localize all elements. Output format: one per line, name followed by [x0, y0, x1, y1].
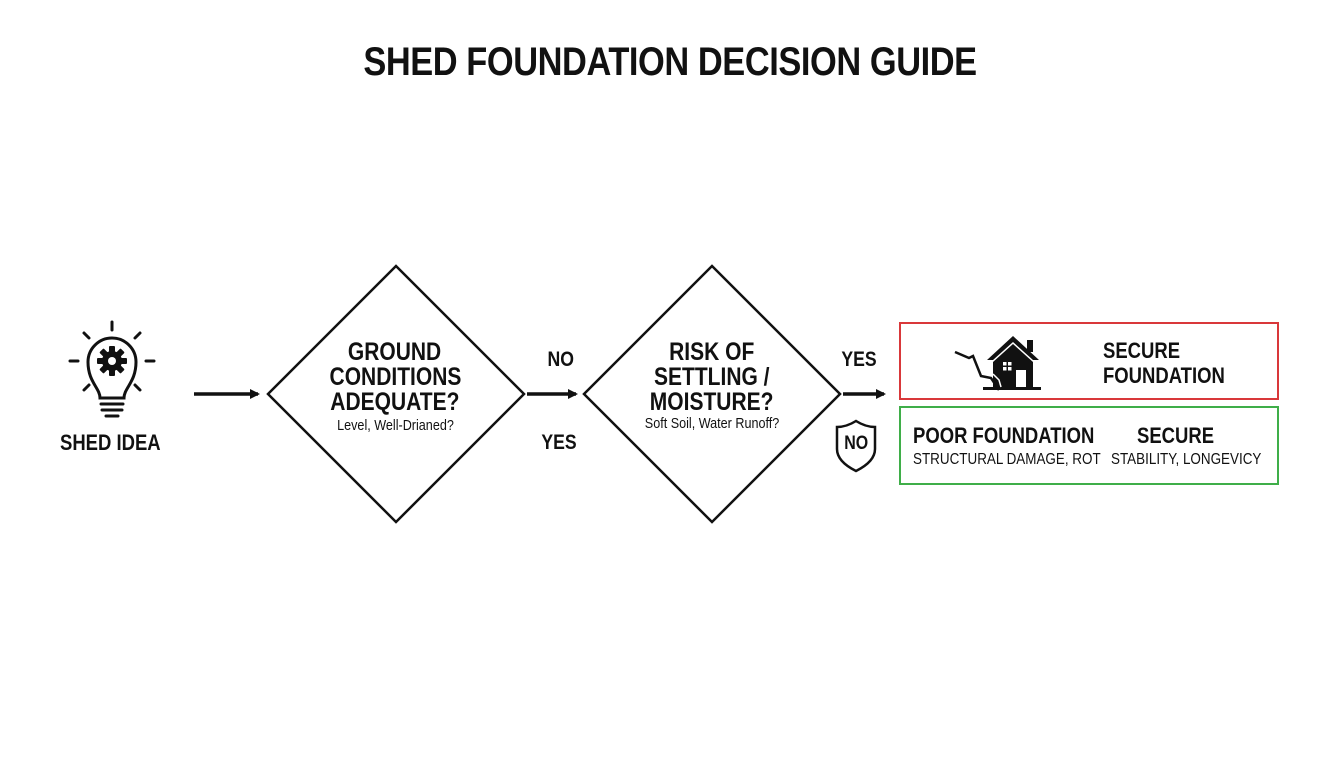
outcome-red-text: SECURE FOUNDATION [1103, 338, 1225, 388]
decision2-hint: Soft Soil, Water Runoff? [644, 415, 780, 432]
secure-title: SECURE [1137, 423, 1215, 448]
outcome-green-box: POOR FOUNDATION STRUCTURAL DAMAGE, ROT S… [899, 406, 1279, 485]
decision2-branch-no-badge: NO [844, 433, 869, 454]
decision2-line-1: RISK OF [669, 338, 755, 366]
decision1-line-3: ADEQUATE? [330, 388, 460, 416]
title-text: SHED FOUNDATION DECISION GUIDE [363, 40, 977, 84]
decision1-diamond [266, 264, 526, 524]
decision2-text: RISK OF SETTLING / MOISTURE? Soft Soil, … [617, 340, 807, 433]
secure-subtitle: STABILITY, LONGEVICY [1111, 451, 1262, 468]
outcome-red-box: SECURE FOUNDATION [899, 322, 1279, 400]
decision1-hint: Level, Well-Drianed? [336, 417, 454, 434]
decision1-branch-yes: YES [541, 431, 577, 454]
diagram-title: SHED FOUNDATION DECISION GUIDE [94, 40, 1246, 85]
shield-icon [835, 419, 877, 473]
poor-foundation-subtitle: STRUCTURAL DAMAGE, ROT [913, 451, 1101, 468]
decision1-line-2: CONDITIONS [329, 363, 461, 391]
decision1-branch-no: NO [547, 348, 574, 371]
decision2-line-3: MOISTURE? [650, 388, 774, 416]
poor-foundation-title: POOR FOUNDATION [913, 423, 1095, 448]
decision1-line-1: GROUND [348, 338, 442, 366]
decision2-branch-yes: YES [841, 348, 877, 371]
decision1-text: GROUND CONDITIONS ADEQUATE? Level, Well-… [300, 340, 490, 435]
lightbulb-gear-icon [68, 320, 156, 418]
decision2-line-2: SETTLING / [654, 363, 770, 391]
start-label: SHED IDEA [60, 430, 161, 455]
decision2-diamond [582, 264, 842, 524]
cracked-house-icon [954, 336, 1041, 391]
